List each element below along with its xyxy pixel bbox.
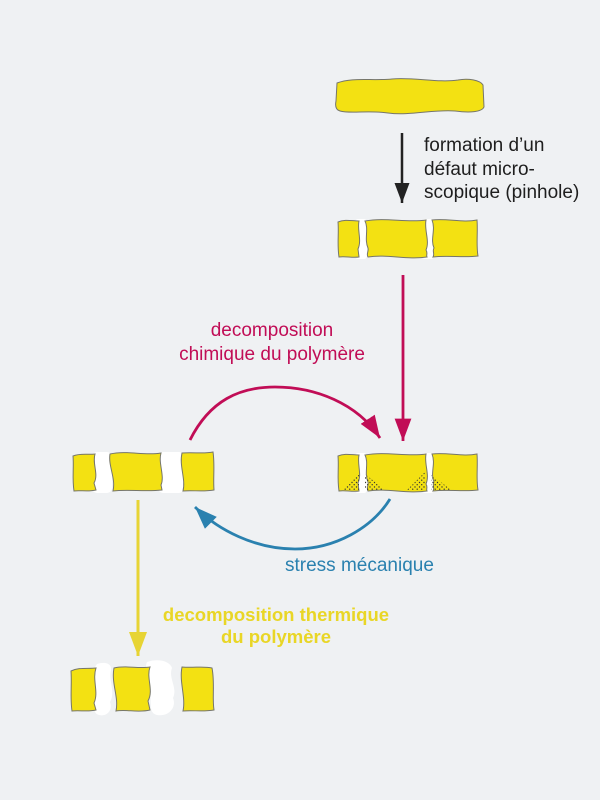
mechanical-stress-arc bbox=[194, 498, 392, 551]
membrane-intact bbox=[335, 78, 485, 115]
chemical-cycle-arc bbox=[188, 385, 382, 441]
label-line: decomposition bbox=[210, 320, 334, 341]
thermal-decomposition-label: decomposition thermique du polymère bbox=[140, 604, 412, 648]
label-line: chimique du polymère bbox=[179, 343, 365, 365]
label-line: défaut micro- bbox=[424, 158, 535, 180]
label-line: stress mécanique bbox=[285, 555, 434, 576]
label-line: du polymère bbox=[221, 626, 331, 647]
membrane-broken bbox=[70, 660, 215, 716]
chemical-decomposition-label: decomposition chimique du polymère bbox=[162, 319, 382, 366]
pinhole-formation-label: formation d’un défaut micro- scopique (p… bbox=[424, 134, 579, 205]
label-line: decomposition thermique bbox=[162, 604, 390, 625]
label-line: scopique (pinhole) bbox=[424, 182, 580, 203]
label-line: formation d’un bbox=[424, 135, 545, 156]
membrane-cracked bbox=[72, 451, 215, 493]
membrane-pinhole bbox=[337, 218, 479, 260]
mechanical-stress-label: stress mécanique bbox=[285, 554, 434, 578]
degradation-stipple-zones bbox=[342, 472, 451, 490]
